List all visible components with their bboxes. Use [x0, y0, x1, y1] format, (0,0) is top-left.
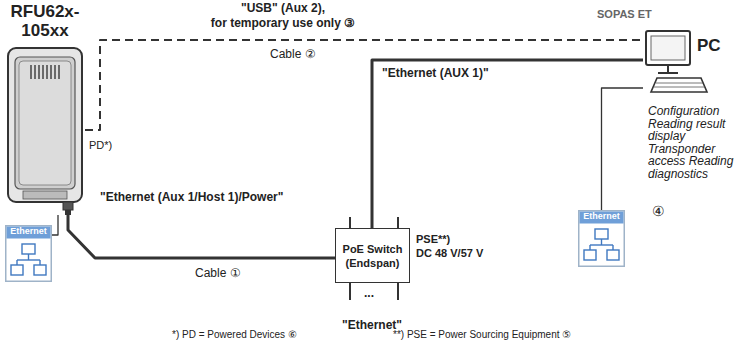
voltage-label: DC 48 V/57 V — [416, 246, 483, 260]
cable-label: Cable ② — [270, 47, 316, 61]
interface-label: "Ethernet (AUX 1)" — [382, 66, 489, 80]
ellipsis: ... — [364, 286, 374, 300]
port-stub — [397, 217, 399, 228]
icon-label: Ethernet — [5, 226, 52, 237]
function-list: Configuration Reading result display Tra… — [648, 105, 734, 180]
interface-label: "Ethernet (Aux 1/Host 1)/Power" — [100, 190, 283, 204]
footnote-marker: PD*) — [89, 138, 112, 152]
ethernet-cable — [52, 215, 58, 235]
pc-computer: SOPAS ETPC — [643, 28, 733, 98]
ethernet-cable — [602, 88, 644, 210]
footnote: **) PSE = Power Sourcing Equipment ⑤ — [393, 329, 571, 341]
ethernet-network: Ethernet — [5, 225, 52, 282]
icon-label: Ethernet — [578, 211, 625, 222]
callout-number: ④ — [652, 203, 665, 219]
reader-illustration — [5, 45, 85, 215]
rfid-reader: RFU62x-105xx — [5, 45, 85, 215]
footnote: *) PD = Powered Devices ⑥ — [172, 329, 297, 341]
cable-label: Cable ① — [195, 266, 241, 280]
interface-label: "USB" (Aux 2), — [198, 1, 368, 15]
poe-switch-box: PoE Switch (Endspan) — [335, 228, 410, 283]
interface-note: for temporary use only ③ — [198, 16, 368, 30]
device-name: PC — [697, 36, 721, 55]
ethernet-cable — [68, 215, 335, 258]
software-name: SOPAS ET — [597, 8, 652, 21]
port-stub — [397, 283, 399, 300]
usb-cable — [85, 40, 643, 130]
footnote-marker: PSE**) — [416, 232, 450, 246]
ethernet-cable — [372, 60, 643, 228]
ethernet-network: Ethernet — [578, 210, 625, 267]
product-title: RFU62x-105xx — [0, 2, 93, 40]
box-label: PoE Switch (Endspan) — [340, 242, 405, 270]
port-stub — [349, 283, 351, 300]
port-stub — [349, 217, 351, 228]
